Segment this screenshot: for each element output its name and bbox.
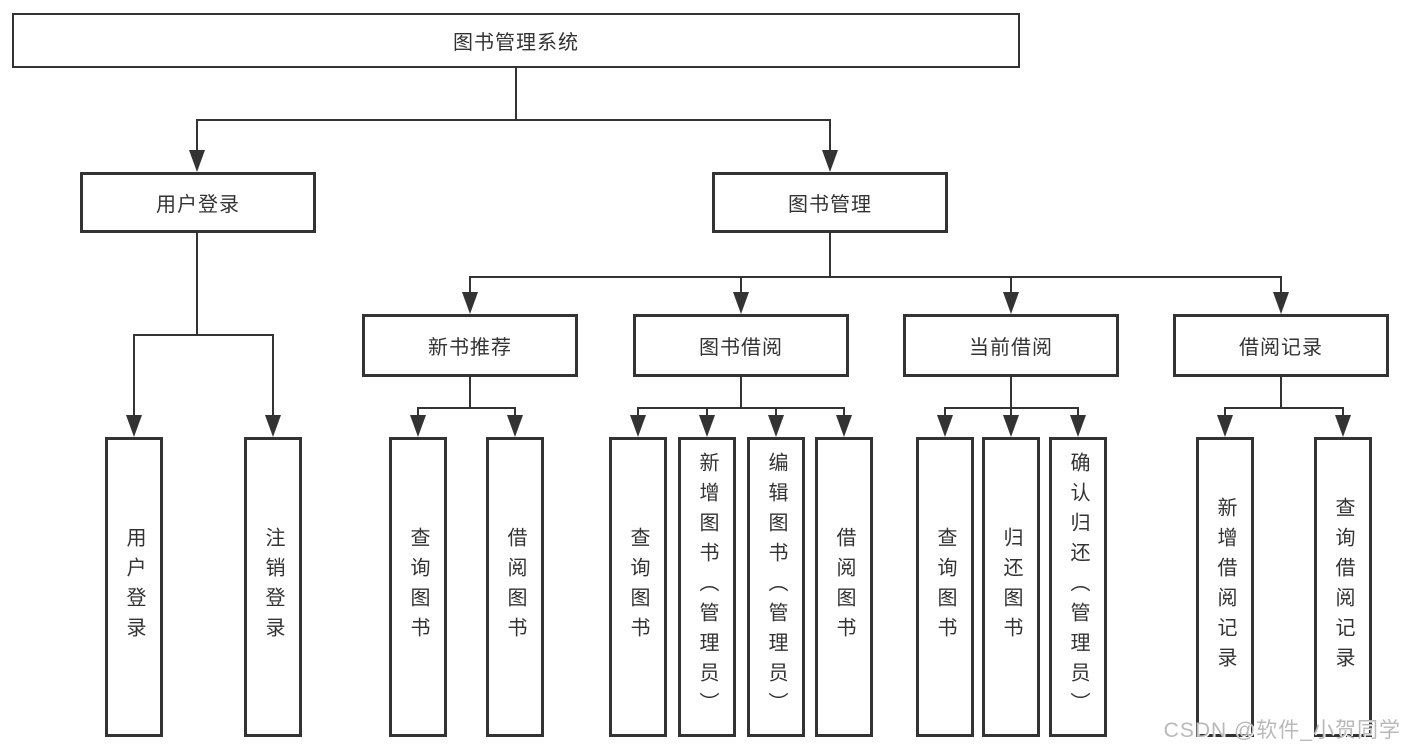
leaf-borrow-books-recommend: 借阅图书 <box>486 437 544 737</box>
connector-line <box>637 407 844 409</box>
connector-line <box>417 407 516 409</box>
arrow-down-icon <box>836 415 852 437</box>
leaf-logout: 注销登录 <box>244 437 302 737</box>
connector-line <box>706 407 708 419</box>
connector-line <box>469 276 471 294</box>
node-new-book-recommend: 新书推荐 <box>362 314 578 377</box>
leaf-query-books-recommend: 查询图书 <box>389 437 447 737</box>
leaf-query-books-borrow: 查询图书 <box>609 437 667 737</box>
leaf-return-books: 归还图书 <box>982 437 1040 737</box>
node-label: 图书管理系统 <box>453 32 579 54</box>
arrow-down-icon <box>733 292 749 314</box>
arrow-down-icon <box>126 415 142 437</box>
leaf-confirm-return-admin: 确认归还（管理员） <box>1049 437 1107 737</box>
connector-line <box>1280 377 1282 409</box>
connector-line <box>1010 276 1012 294</box>
leaf-label: 用户登录 <box>123 527 145 647</box>
connector-line <box>133 334 274 336</box>
connector-line <box>133 334 135 417</box>
node-borrowing-records: 借阅记录 <box>1173 314 1389 377</box>
arrow-down-icon <box>822 150 838 172</box>
arrow-down-icon <box>630 415 646 437</box>
node-label: 图书借阅 <box>699 337 783 359</box>
leaf-label: 查询图书 <box>934 527 956 647</box>
node-book-management: 图书管理 <box>712 172 948 233</box>
node-book-borrowing: 图书借阅 <box>633 314 849 377</box>
leaf-borrow-books: 借阅图书 <box>815 437 873 737</box>
node-current-borrowing: 当前借阅 <box>903 314 1119 377</box>
arrow-down-icon <box>410 415 426 437</box>
node-user-login: 用户登录 <box>80 172 316 233</box>
connector-line <box>1010 407 1012 419</box>
leaf-label: 新增借阅记录 <box>1214 497 1236 677</box>
leaf-label: 借阅图书 <box>504 527 526 647</box>
connector-line <box>740 276 742 294</box>
leaf-edit-books-admin: 编辑图书（管理员） <box>747 437 805 737</box>
leaf-label: 查询图书 <box>407 527 429 647</box>
node-label: 用户登录 <box>156 194 240 216</box>
connector-line <box>196 233 198 336</box>
arrow-down-icon <box>1273 292 1289 314</box>
arrow-down-icon <box>462 292 478 314</box>
node-label: 新书推荐 <box>428 337 512 359</box>
leaf-label: 归还图书 <box>1000 527 1022 647</box>
connector-line <box>515 68 517 120</box>
leaf-label: 查询图书 <box>627 527 649 647</box>
leaf-label: 借阅图书 <box>833 527 855 647</box>
arrow-down-icon <box>1217 415 1233 437</box>
node-label: 借阅记录 <box>1239 337 1323 359</box>
connector-line <box>196 119 831 121</box>
connector-line <box>196 119 198 152</box>
node-label: 图书管理 <box>788 194 872 216</box>
leaf-label: 确认归还（管理员） <box>1067 452 1089 722</box>
connector-line <box>775 407 777 419</box>
connector-line <box>1280 276 1282 294</box>
connector-line <box>1342 407 1344 419</box>
connector-line <box>469 276 1282 278</box>
connector-line <box>1224 407 1226 419</box>
connector-line <box>272 334 274 417</box>
connector-line <box>843 407 845 419</box>
connector-line <box>1077 407 1079 419</box>
arrow-down-icon <box>768 415 784 437</box>
csdn-watermark: CSDN @软件_小贺同学 <box>1163 719 1401 742</box>
leaf-label: 新增图书（管理员） <box>696 452 718 722</box>
connector-line <box>469 377 471 409</box>
arrow-down-icon <box>265 415 281 437</box>
leaf-label: 编辑图书（管理员） <box>765 452 787 722</box>
connector-line <box>1010 377 1012 409</box>
arrow-down-icon <box>1003 415 1019 437</box>
arrow-down-icon <box>189 150 205 172</box>
arrow-down-icon <box>699 415 715 437</box>
connector-line <box>829 119 831 152</box>
leaf-add-borrow-record: 新增借阅记录 <box>1196 437 1254 737</box>
arrow-down-icon <box>507 415 523 437</box>
connector-line <box>944 407 946 419</box>
connector-line <box>417 407 419 419</box>
connector-line <box>829 233 831 278</box>
node-library-management-system: 图书管理系统 <box>12 13 1020 68</box>
leaf-label: 注销登录 <box>262 527 284 647</box>
leaf-label: 查询借阅记录 <box>1332 497 1354 677</box>
arrow-down-icon <box>1335 415 1351 437</box>
leaf-add-books-admin: 新增图书（管理员） <box>678 437 736 737</box>
arrow-down-icon <box>937 415 953 437</box>
arrow-down-icon <box>1003 292 1019 314</box>
connector-line <box>514 407 516 419</box>
connector-line <box>637 407 639 419</box>
connector-line <box>740 377 742 409</box>
leaf-query-books-current: 查询图书 <box>916 437 974 737</box>
connector-line <box>1224 407 1343 409</box>
leaf-user-login: 用户登录 <box>105 437 163 737</box>
arrow-down-icon <box>1070 415 1086 437</box>
leaf-query-borrow-record: 查询借阅记录 <box>1314 437 1372 737</box>
node-label: 当前借阅 <box>969 337 1053 359</box>
